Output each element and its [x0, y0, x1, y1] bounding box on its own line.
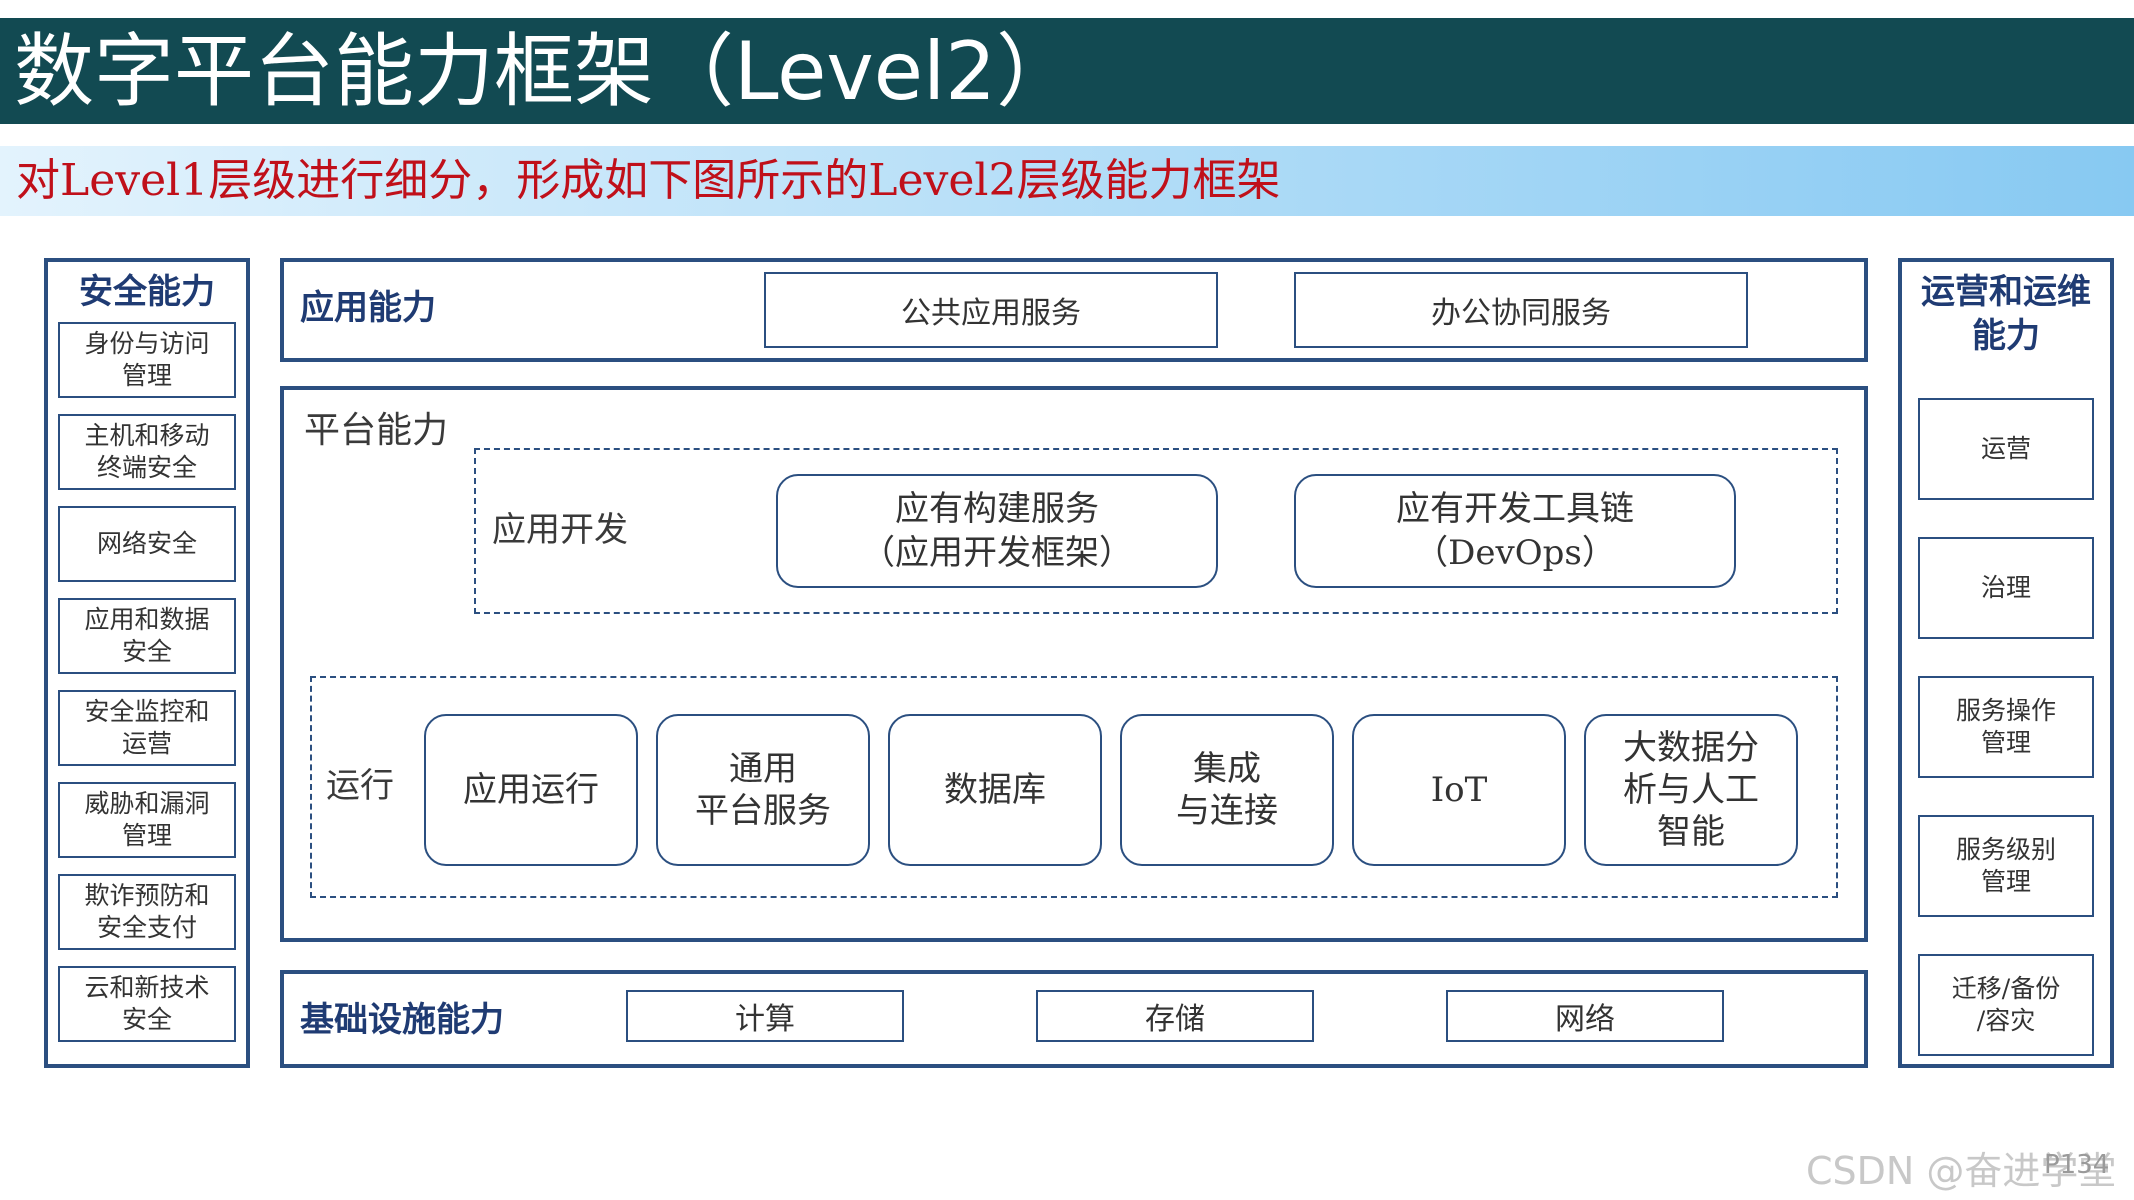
- runtime-item: IoT: [1352, 714, 1566, 866]
- ops-item-label: 迁移/备份 /容灾: [1951, 974, 2061, 1035]
- runtime-item-label: 应用运行: [463, 770, 599, 810]
- runtime-item: 通用 平台服务: [656, 714, 870, 866]
- security-item-label: 网络安全: [96, 529, 197, 558]
- security-item: 主机和移动 终端安全: [58, 414, 236, 490]
- public-app-service-box: 公共应用服务: [764, 272, 1218, 348]
- ops-item-label: 治理: [1980, 573, 2031, 602]
- infrastructure-heading: 基础设施能力: [300, 1000, 504, 1040]
- runtime-item-label: 集成 与连接: [1176, 749, 1278, 831]
- runtime-item: 集成 与连接: [1120, 714, 1334, 866]
- public-app-service-label: 公共应用服务: [901, 296, 1081, 331]
- runtime-group: [310, 676, 1838, 898]
- infrastructure-item: 计算: [626, 990, 904, 1042]
- security-item-label: 身份与访问 管理: [84, 329, 210, 390]
- runtime-item-label: 大数据分 析与人工 智能: [1623, 728, 1759, 852]
- runtime-item-label: IoT: [1430, 770, 1488, 810]
- infrastructure-item: 网络: [1446, 990, 1724, 1042]
- platform-heading: 平台能力: [304, 410, 449, 451]
- app-build-service-label: 应有构建服务 （应用开发框架）: [861, 489, 1133, 573]
- ops-heading: 运营和运维 能力: [1921, 272, 2091, 356]
- runtime-item-label: 通用 平台服务: [695, 749, 831, 831]
- ops-item: 治理: [1918, 537, 2094, 639]
- office-collab-service-box: 办公协同服务: [1294, 272, 1748, 348]
- app-dev-toolchain-box: 应有开发工具链 （DevOps）: [1294, 474, 1736, 588]
- infrastructure-item: 存储: [1036, 990, 1314, 1042]
- app-dev-group: [474, 448, 1838, 614]
- title-bar: [0, 18, 2134, 124]
- runtime-label: 运行: [326, 766, 394, 806]
- office-collab-service-label: 办公协同服务: [1431, 296, 1611, 331]
- page-title: 数字平台能力框架（Level2）: [14, 25, 1077, 118]
- security-item: 应用和数据 安全: [58, 598, 236, 674]
- security-item-label: 应用和数据 安全: [84, 605, 210, 666]
- security-item: 欺诈预防和 安全支付: [58, 874, 236, 950]
- app-dev-toolchain-label: 应有开发工具链 （DevOps）: [1396, 489, 1634, 573]
- infrastructure-item-label: 网络: [1555, 1002, 1615, 1037]
- security-item-label: 主机和移动 终端安全: [84, 421, 210, 482]
- security-item: 网络安全: [58, 506, 236, 582]
- ops-item: 迁移/备份 /容灾: [1918, 954, 2094, 1056]
- infrastructure-item-label: 存储: [1145, 1002, 1205, 1037]
- watermark-text: CSDN @奋进学堂: [1806, 1149, 2117, 1193]
- app-dev-label: 应用开发: [492, 510, 628, 550]
- subtitle-bar: [0, 146, 2134, 216]
- security-item: 云和新技术 安全: [58, 966, 236, 1042]
- security-item-label: 安全监控和 运营: [84, 697, 210, 758]
- security-item: 身份与访问 管理: [58, 322, 236, 398]
- runtime-item: 大数据分 析与人工 智能: [1584, 714, 1798, 866]
- security-item-label: 威胁和漏洞 管理: [84, 789, 210, 850]
- runtime-item: 应用运行: [424, 714, 638, 866]
- security-heading: 安全能力: [79, 272, 215, 312]
- ops-panel: [1898, 258, 2114, 1068]
- ops-item: 运营: [1918, 398, 2094, 500]
- ops-item: 服务级别 管理: [1918, 815, 2094, 917]
- ops-item-label: 服务级别 管理: [1955, 835, 2056, 896]
- ops-item-label: 服务操作 管理: [1955, 696, 2056, 757]
- page-number: P134: [2044, 1150, 2110, 1180]
- application-heading: 应用能力: [300, 288, 436, 328]
- page-subtitle: 对Level1层级进行细分，形成如下图所示的Level2层级能力框架: [16, 155, 1281, 206]
- infrastructure-item-label: 计算: [735, 1002, 795, 1037]
- security-item-label: 欺诈预防和 安全支付: [84, 881, 210, 942]
- ops-item-label: 运营: [1980, 434, 2031, 463]
- runtime-item-label: 数据库: [944, 770, 1046, 810]
- runtime-item: 数据库: [888, 714, 1102, 866]
- security-item: 威胁和漏洞 管理: [58, 782, 236, 858]
- app-build-service-box: 应有构建服务 （应用开发框架）: [776, 474, 1218, 588]
- security-item: 安全监控和 运营: [58, 690, 236, 766]
- ops-item: 服务操作 管理: [1918, 676, 2094, 778]
- security-item-label: 云和新技术 安全: [84, 973, 210, 1034]
